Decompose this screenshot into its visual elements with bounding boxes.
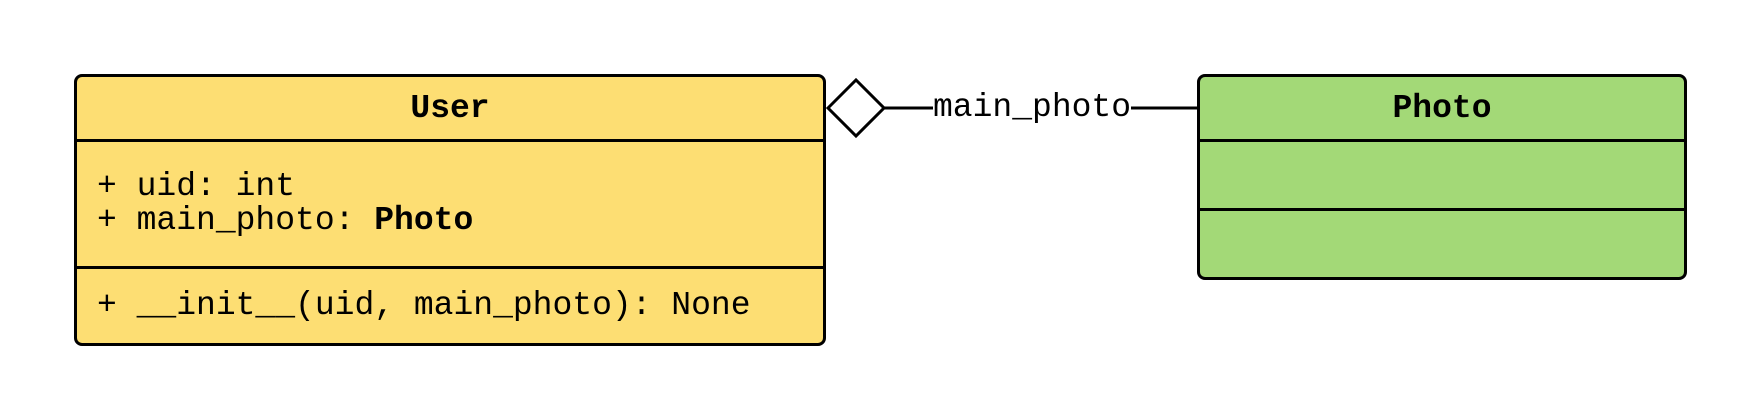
- divider: [1200, 139, 1684, 142]
- aggregation-diamond-icon: [825, 77, 887, 139]
- divider: [77, 139, 823, 142]
- class-name: User: [410, 90, 490, 127]
- divider: [1200, 208, 1684, 211]
- class-photo[interactable]: Photo: [1197, 74, 1687, 280]
- class-name: Photo: [1392, 90, 1492, 127]
- class-user[interactable]: User + uid: int + main_photo: Photo + __…: [74, 74, 826, 346]
- attribute-main-photo: + main_photo: Photo: [97, 202, 474, 239]
- attribute-uid: + uid: int: [97, 168, 296, 205]
- divider: [77, 266, 823, 269]
- methods-section: + __init__(uid, main_photo): None: [77, 269, 823, 343]
- relation-label: main_photo: [933, 89, 1132, 126]
- attributes-section: [1200, 142, 1684, 208]
- methods-section: [1200, 211, 1684, 277]
- attributes-section: + uid: int + main_photo: Photo: [77, 142, 823, 268]
- method-init: + __init__(uid, main_photo): None: [97, 287, 751, 324]
